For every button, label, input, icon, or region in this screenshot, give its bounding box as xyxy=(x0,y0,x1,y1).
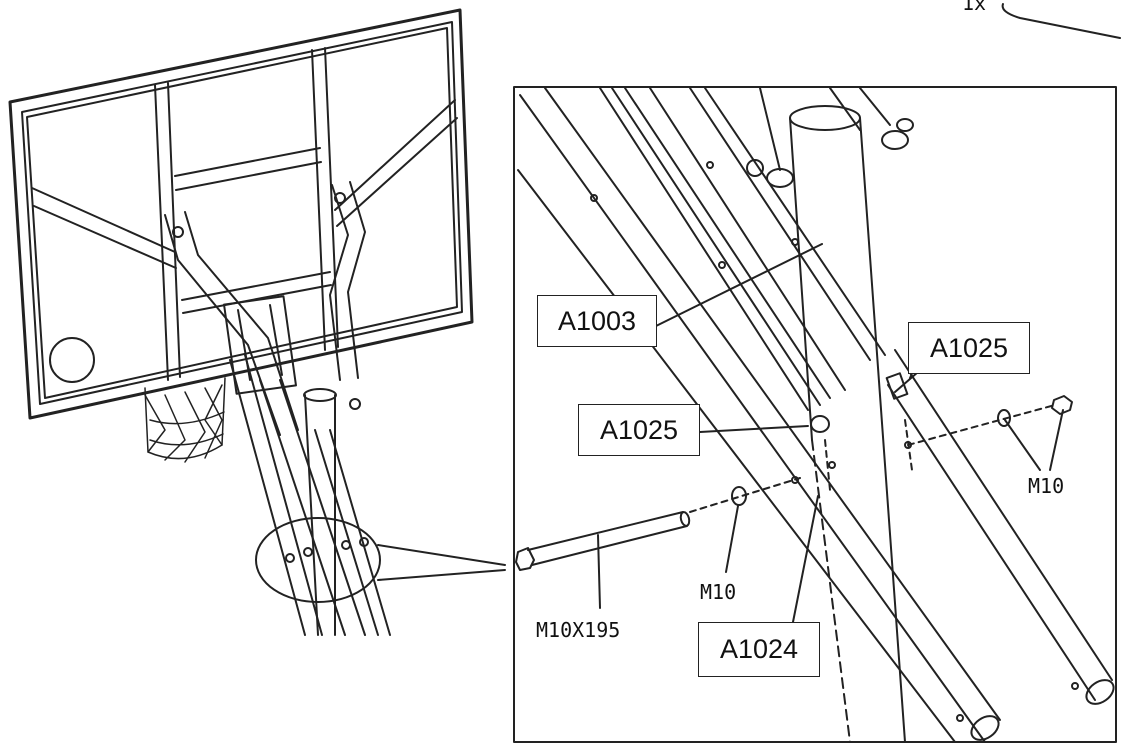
nut-label: M10 xyxy=(1028,474,1065,498)
part-label-a1025-right: A1025 xyxy=(908,322,1030,374)
backboard xyxy=(8,8,474,420)
quantity-leader xyxy=(1001,3,1121,39)
washer-label: M10 xyxy=(700,580,737,604)
nut-right xyxy=(1051,395,1073,415)
part-label-a1024: A1024 xyxy=(698,622,820,677)
quantity-note: 1x xyxy=(962,0,987,15)
basketball-net xyxy=(144,377,226,463)
part-label-a1003: A1003 xyxy=(537,295,657,347)
zoom-indicator xyxy=(255,517,506,603)
detail-view xyxy=(515,87,1115,743)
washer-left xyxy=(731,486,747,506)
detail-frame xyxy=(513,86,1117,743)
spacer-a1025-left xyxy=(810,415,830,433)
pole-overview xyxy=(229,354,391,636)
bolt-label: M10X195 xyxy=(536,618,621,642)
part-label-a1025-left: A1025 xyxy=(578,404,700,456)
bolt xyxy=(515,511,691,571)
